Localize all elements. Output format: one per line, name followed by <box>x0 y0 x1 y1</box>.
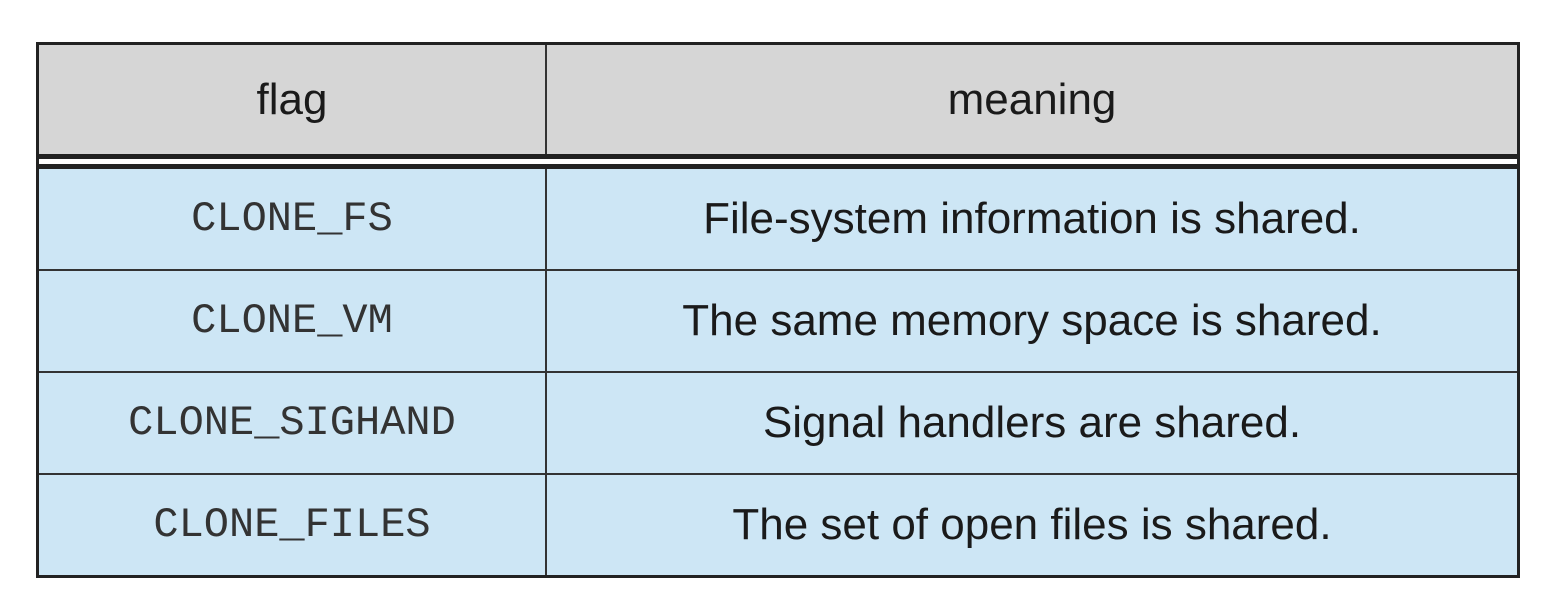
table-row: CLONE_VM The same memory space is shared… <box>39 271 1517 373</box>
clone-flags-table: flag meaning CLONE_FS File-system inform… <box>36 42 1520 578</box>
flag-cell: CLONE_VM <box>39 271 547 371</box>
flag-cell: CLONE_FILES <box>39 475 547 575</box>
meaning-cell: The same memory space is shared. <box>682 296 1382 345</box>
meaning-cell: File-system information is shared. <box>703 194 1361 243</box>
table-body: CLONE_FS File-system information is shar… <box>39 169 1517 575</box>
meaning-cell: The set of open files is shared. <box>732 500 1332 549</box>
table-header-row: flag meaning <box>39 45 1517 154</box>
table-row: CLONE_FS File-system information is shar… <box>39 169 1517 271</box>
header-cell-flag: flag <box>39 45 547 154</box>
table-row: CLONE_SIGHAND Signal handlers are shared… <box>39 373 1517 475</box>
flag-cell: CLONE_FS <box>39 169 547 269</box>
header-label-flag: flag <box>256 74 328 124</box>
header-label-meaning: meaning <box>947 74 1117 124</box>
header-cell-meaning: meaning <box>547 45 1517 154</box>
header-double-rule-gap <box>39 159 1517 164</box>
header-double-rule-bottom <box>39 164 1517 169</box>
flag-cell: CLONE_SIGHAND <box>39 373 547 473</box>
header-double-rule-top <box>39 154 1517 159</box>
table-row: CLONE_FILES The set of open files is sha… <box>39 475 1517 575</box>
meaning-cell: Signal handlers are shared. <box>762 398 1302 447</box>
